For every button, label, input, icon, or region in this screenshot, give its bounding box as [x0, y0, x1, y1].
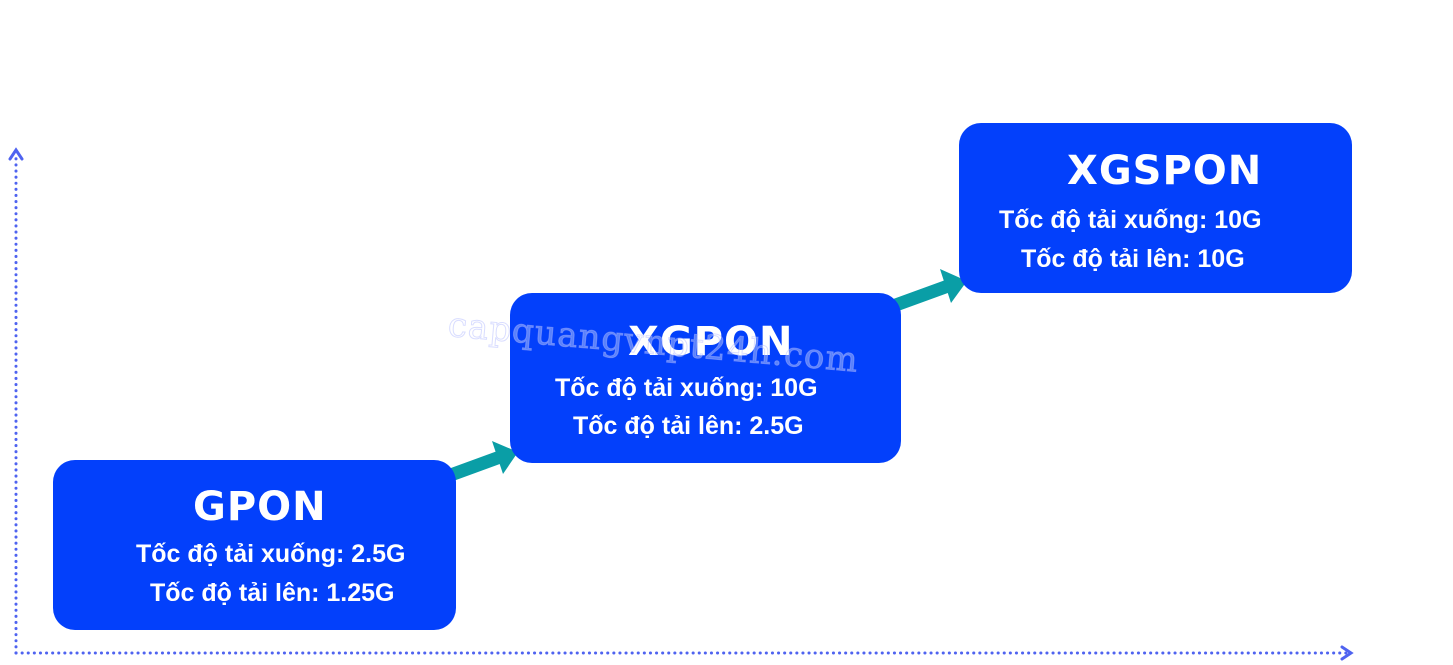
- stage-download-speed: Tốc độ tải xuống: 10G: [555, 374, 818, 402]
- stage-title: GPON: [193, 484, 327, 530]
- stage-download-speed: Tốc độ tải xuống: 2.5G: [136, 540, 406, 568]
- y-axis: [8, 147, 24, 655]
- stage-upload-speed: Tốc độ tải lên: 2.5G: [573, 412, 804, 440]
- stage-box-xgpon: XGPON Tốc độ tải xuống: 10G Tốc độ tải l…: [510, 293, 901, 463]
- y-axis-arrowhead-icon: [8, 147, 24, 161]
- stage-upload-speed: Tốc độ tải lên: 1.25G: [150, 579, 395, 607]
- stage-upload-speed: Tốc độ tải lên: 10G: [1021, 245, 1245, 273]
- stage-title: XGPON: [628, 319, 794, 365]
- x-axis-arrowhead-icon: [1340, 645, 1354, 661]
- stage-box-xgspon: XGSPON Tốc độ tải xuống: 10G Tốc độ tải …: [959, 123, 1352, 293]
- stage-box-gpon: GPON Tốc độ tải xuống: 2.5G Tốc độ tải l…: [53, 460, 456, 630]
- stage-download-speed: Tốc độ tải xuống: 10G: [999, 206, 1262, 234]
- stage-title: XGSPON: [1067, 148, 1263, 194]
- x-axis: [14, 645, 1354, 661]
